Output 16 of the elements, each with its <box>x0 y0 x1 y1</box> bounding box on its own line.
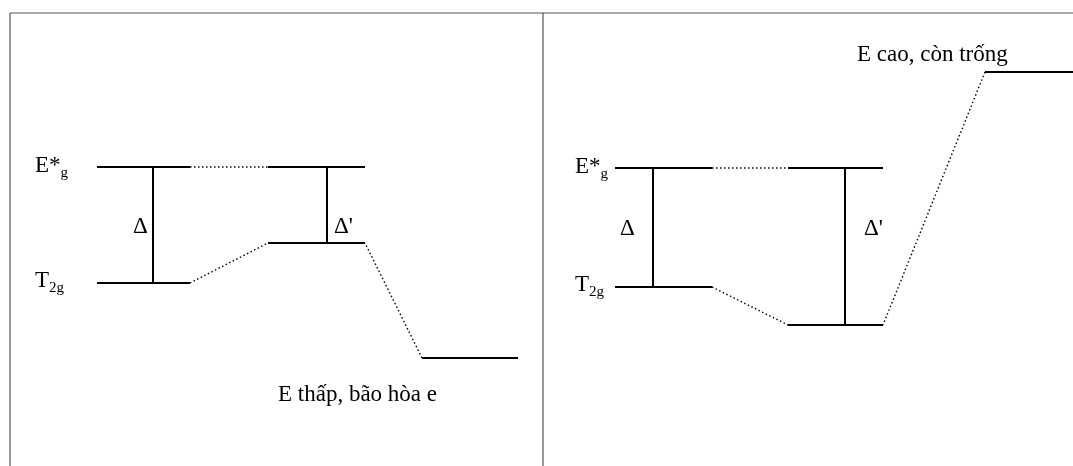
connector-line <box>189 166 269 168</box>
energy-gap-label: Δ' <box>864 216 883 239</box>
energy-gap-label: Δ' <box>334 214 353 237</box>
level-label: E thấp, bão hòa e <box>278 382 438 405</box>
connector-line <box>364 242 423 359</box>
level-label: T$_{2g}$ <box>35 268 65 295</box>
energy-gap-label: Δ <box>620 216 635 239</box>
connector-line <box>882 71 986 326</box>
connector-line <box>711 286 789 326</box>
level-label: E*$_{g}$ <box>35 153 69 180</box>
connector-line <box>189 242 269 284</box>
level-label: T$_{2g}$ <box>575 272 605 299</box>
level-label: E*$_{g}$ <box>575 154 609 181</box>
energy-gap-label: Δ <box>133 214 148 237</box>
level-label: E cao, còn trống <box>857 42 1008 65</box>
connector-line <box>711 167 789 169</box>
